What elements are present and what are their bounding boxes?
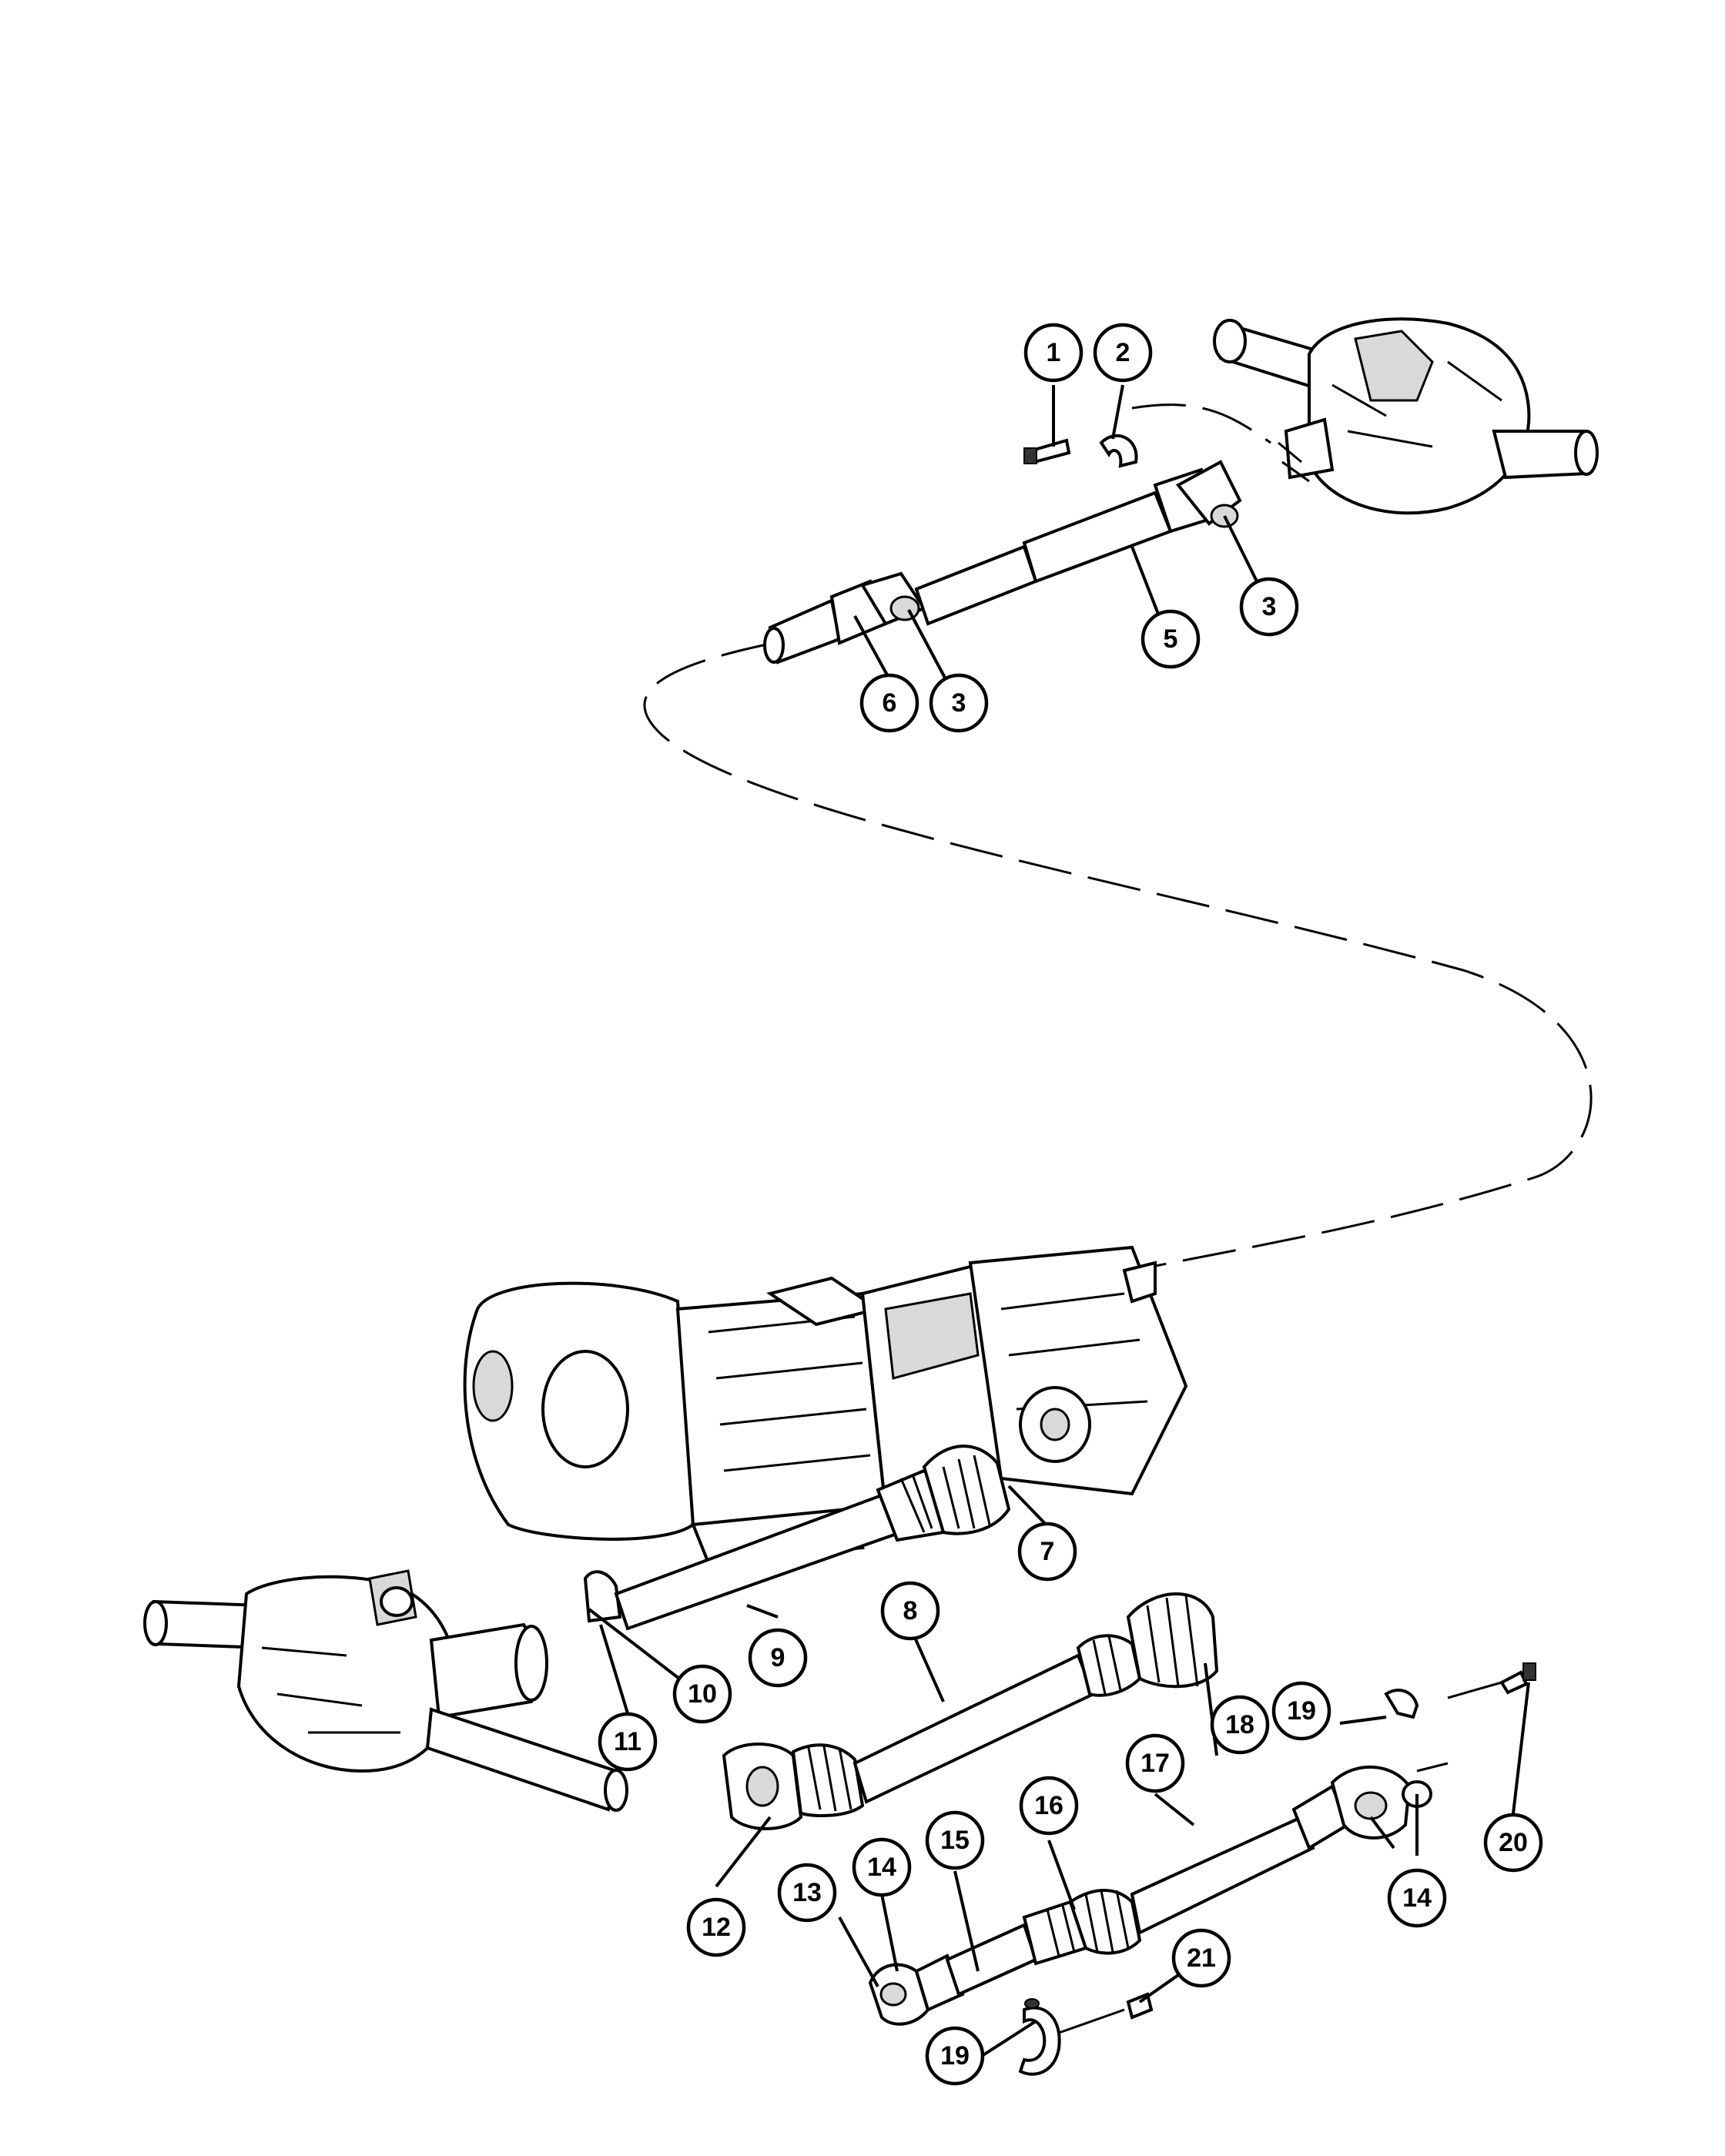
callout-14: 14 — [852, 1837, 912, 1897]
callout-15: 15 — [925, 1810, 985, 1870]
clamp-19-lower — [1018, 1998, 1125, 2076]
callout-label: 11 — [614, 1727, 641, 1756]
callout-label: 20 — [1499, 1828, 1528, 1857]
callout-11: 11 — [598, 1712, 658, 1772]
rear-drive-shaft — [763, 460, 1242, 665]
callout-19: 19 — [925, 2026, 985, 2086]
callout-label: 6 — [883, 688, 897, 718]
callout-10: 10 — [672, 1664, 732, 1724]
callout-6: 6 — [859, 673, 919, 733]
callout-9: 9 — [748, 1628, 808, 1688]
clamp-19-upper — [1384, 1689, 1419, 1719]
callout-label: 9 — [771, 1643, 785, 1672]
bolt-1 — [1023, 438, 1071, 464]
routing-dashed-line — [643, 641, 1593, 1272]
nut-21 — [1126, 1992, 1154, 2020]
callout-label: 3 — [952, 688, 966, 718]
front-drive-shaft-middle — [722, 1592, 1219, 1830]
callout-2: 2 — [1093, 323, 1153, 383]
callout-8: 8 — [880, 1581, 940, 1641]
callout-label: 19 — [1287, 1696, 1316, 1726]
callout-label: 14 — [867, 1853, 896, 1882]
callout-3: 3 — [929, 673, 989, 733]
front-drive-shaft-lower — [868, 1762, 1449, 2026]
callout-label: 5 — [1164, 624, 1178, 654]
strap-2 — [1099, 434, 1138, 468]
callout-18: 18 — [1210, 1695, 1270, 1755]
front-drive-shaft-upper — [583, 1445, 1011, 1631]
callout-5: 5 — [1141, 609, 1201, 669]
callout-label: 10 — [688, 1679, 717, 1709]
callout-label: 16 — [1034, 1791, 1063, 1820]
callout-label: 15 — [940, 1826, 970, 1855]
callout-label: 3 — [1262, 592, 1277, 621]
callout-1: 1 — [1023, 323, 1084, 383]
callout-label: 19 — [940, 2041, 970, 2071]
callout-19: 19 — [1271, 1681, 1331, 1741]
callout-13: 13 — [777, 1863, 837, 1923]
callout-label: 7 — [1040, 1537, 1055, 1566]
callout-16: 16 — [1019, 1776, 1079, 1836]
callout-label: 17 — [1141, 1749, 1170, 1778]
callout-label: 12 — [702, 1913, 731, 1942]
callout-label: 8 — [903, 1596, 918, 1625]
callout-14: 14 — [1387, 1868, 1447, 1928]
callout-21: 21 — [1171, 1928, 1231, 1988]
callout-label: 18 — [1225, 1710, 1254, 1739]
callout-label: 13 — [792, 1878, 822, 1907]
callout-label: 21 — [1187, 1943, 1216, 1973]
rear-axle-dashed-line — [1131, 403, 1271, 444]
leader-lines — [588, 384, 1530, 2057]
front-axle — [143, 1569, 628, 1812]
rear-axle — [1213, 317, 1599, 515]
callout-label: 14 — [1402, 1883, 1432, 1913]
callout-17: 17 — [1125, 1733, 1185, 1793]
callout-12: 12 — [686, 1897, 746, 1957]
callout-label: 2 — [1116, 338, 1130, 367]
bolt-20 — [1447, 1662, 1536, 1699]
callout-7: 7 — [1017, 1522, 1077, 1582]
callout-label: 1 — [1047, 338, 1061, 367]
callout-20: 20 — [1483, 1813, 1543, 1873]
callout-3: 3 — [1239, 577, 1299, 637]
